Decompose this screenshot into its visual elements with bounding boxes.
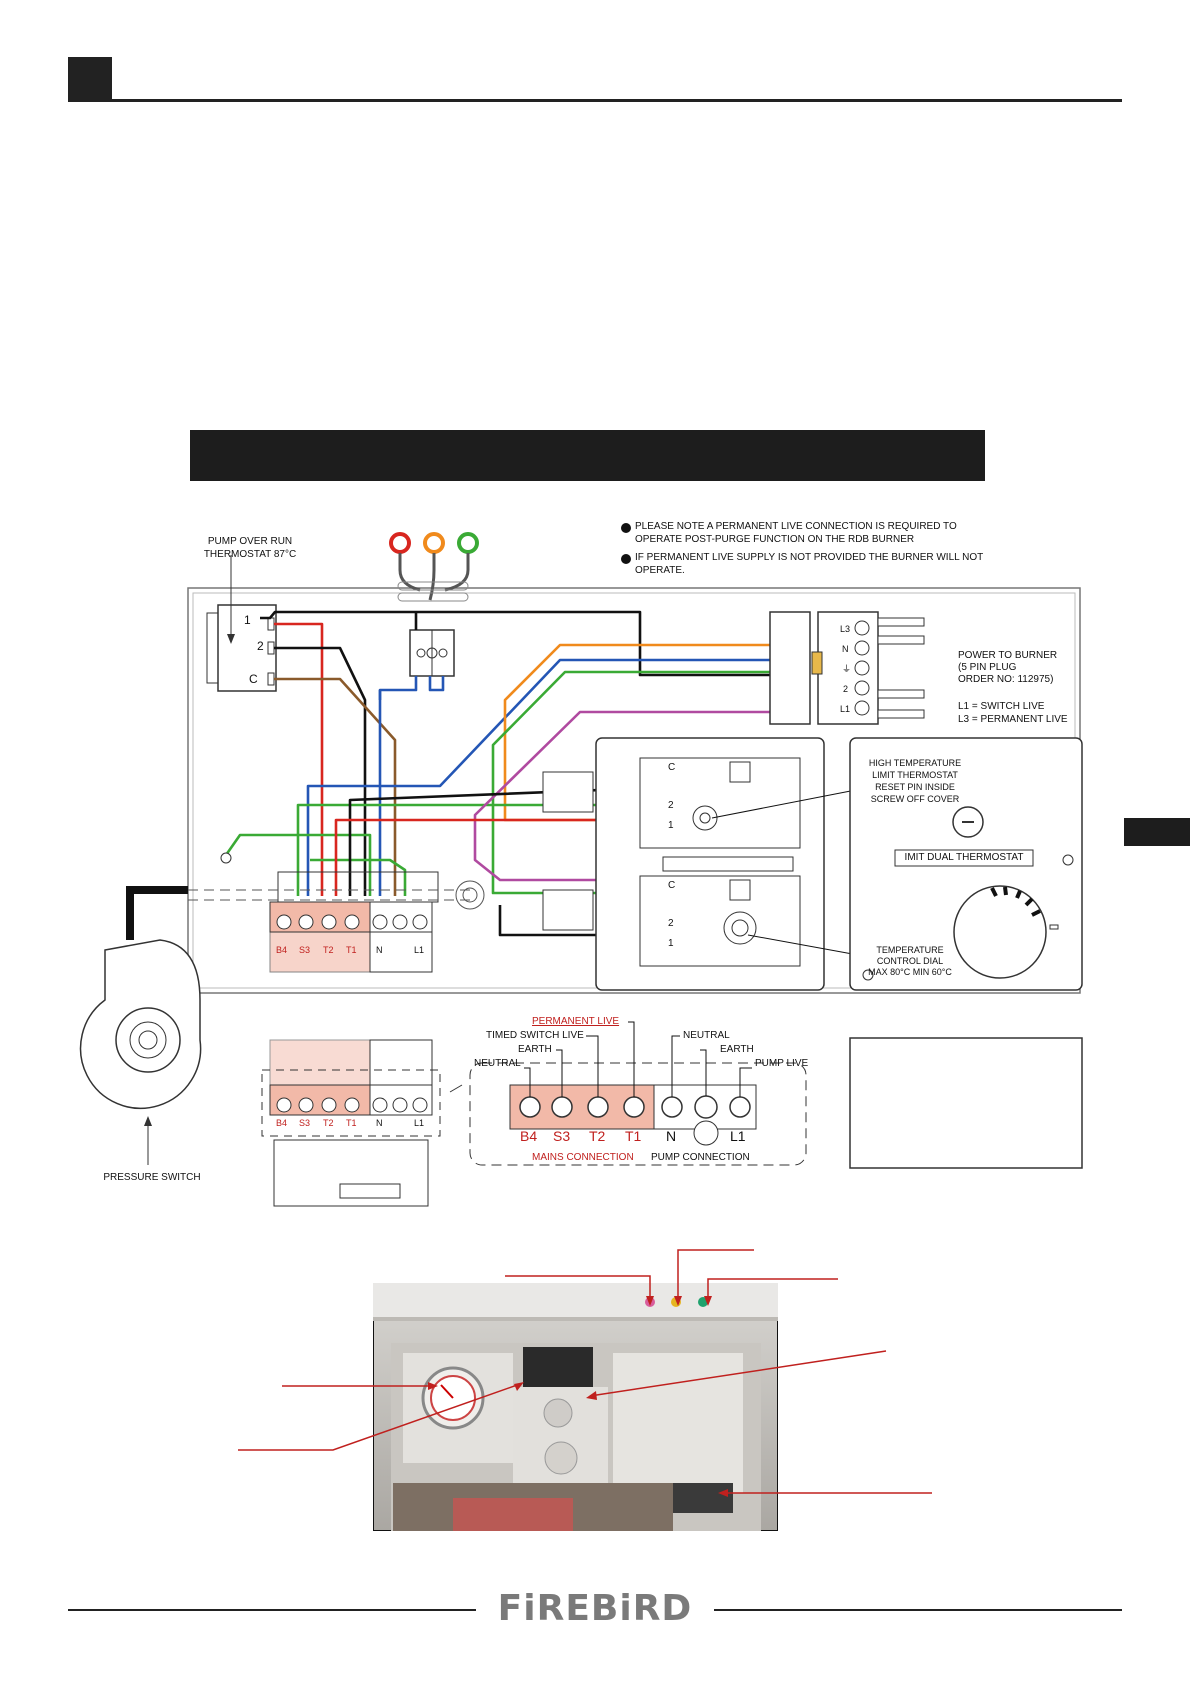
high-temp-label-2: LIMIT THERMOSTAT — [872, 770, 958, 780]
power-burner-label-2: (5 PIN PLUG — [958, 662, 1017, 673]
plug-pin-earth: ⏚ — [842, 664, 852, 674]
pump-overrun-thermostat — [206, 555, 277, 692]
terminal-n-upper: N — [376, 945, 383, 955]
pump-live-label: PUMP LIVE — [755, 1058, 809, 1069]
timed-switch-live-label: TIMED SWITCH LIVE — [486, 1030, 584, 1041]
neutral-label-left: NEUTRAL — [474, 1058, 521, 1069]
earth-label-left: EARTH — [518, 1044, 552, 1055]
note-line-4: OPERATE. — [635, 565, 685, 576]
terminal-b4-lower: B4 — [276, 1118, 288, 1128]
dual-thermostat-housing — [849, 737, 1083, 991]
high-temp-label-3: RESET PIN INSIDE — [875, 782, 955, 792]
mains-connection-label: MAINS CONNECTION — [532, 1152, 634, 1163]
thermostat-pin-c-bottom: C — [668, 880, 676, 891]
terminal-t2-lower: T2 — [323, 1118, 334, 1128]
wiring-diagram — [79, 532, 1083, 1207]
plug-pin-2: 2 — [843, 684, 849, 694]
neutral-label-right: NEUTRAL — [683, 1030, 730, 1041]
temp-dial-label-3: MAX 80°C MIN 60°C — [868, 967, 952, 977]
diagram-banner — [190, 430, 985, 481]
note-bullet-2 — [621, 554, 631, 564]
pressure-switch — [79, 886, 202, 1165]
power-burner-label-1: POWER TO BURNER — [958, 650, 1058, 661]
high-temp-label-1: HIGH TEMPERATURE — [868, 758, 962, 768]
pressure-switch-label: PRESSURE SWITCH — [103, 1172, 201, 1183]
pump-thermostat-label-2: THERMOSTAT 87°C — [203, 549, 297, 560]
thermostat-pin-1-top: 1 — [668, 820, 674, 831]
firebird-logo: FiREBiRD — [497, 1588, 693, 1629]
detail-terminal-n: N — [666, 1128, 677, 1144]
high-temp-label-4: SCREW OFF COVER — [870, 794, 960, 804]
dual-thermostat-label: IMIT DUAL THERMOSTAT — [904, 852, 1024, 863]
switch-terminal-2: 2 — [257, 639, 264, 653]
plug-pin-l1: L1 — [840, 704, 851, 714]
plug-pin-l3: L3 — [840, 624, 851, 634]
permanent-live-label: PERMANENT LIVE — [532, 1016, 620, 1027]
temp-dial-label-1: TEMPERATURE — [876, 945, 944, 955]
terminal-s3-lower: S3 — [299, 1118, 311, 1128]
temp-dial-label-2: CONTROL DIAL — [876, 956, 944, 966]
note-line-2: OPERATE POST-PURGE FUNCTION ON THE RDB B… — [635, 534, 915, 545]
lower-terminal-block — [261, 1039, 441, 1207]
red-cable-end — [389, 532, 411, 554]
terminal-detail — [449, 1021, 807, 1166]
photo-leader-lines — [238, 1249, 932, 1497]
terminal-t1-lower: T1 — [346, 1118, 357, 1128]
switch-terminal-c: C — [249, 672, 258, 686]
detail-terminal-l1: L1 — [730, 1128, 746, 1144]
green-cable-end — [457, 532, 479, 554]
terminal-l1-lower: L1 — [414, 1118, 425, 1128]
footer-rule-left — [68, 1609, 476, 1611]
l3-permanent-live-label: L3 = PERMANENT LIVE — [958, 714, 1068, 725]
note-line-3: IF PERMANENT LIVE SUPPLY IS NOT PROVIDED… — [635, 552, 984, 563]
terminal-t2-upper: T2 — [323, 945, 334, 955]
thermostat-pin-1-bottom: 1 — [668, 938, 674, 949]
detail-terminal-t2: T2 — [589, 1128, 606, 1144]
detail-terminal-t1: T1 — [625, 1128, 642, 1144]
note-bullet-1 — [621, 523, 631, 533]
thermostat-pin-2-bottom: 2 — [668, 918, 674, 929]
notice-box — [849, 1037, 1083, 1169]
thermostat-pin-c-top: C — [668, 762, 676, 773]
header-rule — [68, 99, 1122, 102]
footer-rule-right — [714, 1609, 1122, 1611]
mains-terminal-block — [269, 871, 439, 973]
terminal-n-lower: N — [376, 1118, 383, 1128]
power-burner-label-3: ORDER NO: 112975) — [958, 674, 1054, 685]
supply-connector-block — [409, 629, 455, 677]
high-limit-thermostat-housing — [542, 737, 867, 991]
terminal-t1-upper: T1 — [346, 945, 357, 955]
earth-label-right: EARTH — [720, 1044, 754, 1055]
section-number-box — [68, 57, 112, 101]
switch-terminal-1: 1 — [244, 613, 251, 627]
side-tab — [1124, 818, 1190, 846]
terminal-s3-upper: S3 — [299, 945, 311, 955]
pump-thermostat-label-1: PUMP OVER RUN — [207, 536, 293, 547]
thermostat-pin-2-top: 2 — [668, 800, 674, 811]
terminal-b4-upper: B4 — [276, 945, 288, 955]
detail-terminal-s3: S3 — [553, 1128, 571, 1144]
detail-terminal-b4: B4 — [520, 1128, 538, 1144]
terminal-l1-upper: L1 — [414, 945, 425, 955]
note-line-1: PLEASE NOTE A PERMANENT LIVE CONNECTION … — [635, 521, 957, 532]
orange-cable-end — [423, 532, 445, 554]
burner-5-pin-plug — [769, 611, 925, 725]
pump-connection-label: PUMP CONNECTION — [651, 1152, 750, 1163]
plug-pin-n: N — [842, 644, 849, 654]
l1-switch-live-label: L1 = SWITCH LIVE — [958, 701, 1045, 712]
